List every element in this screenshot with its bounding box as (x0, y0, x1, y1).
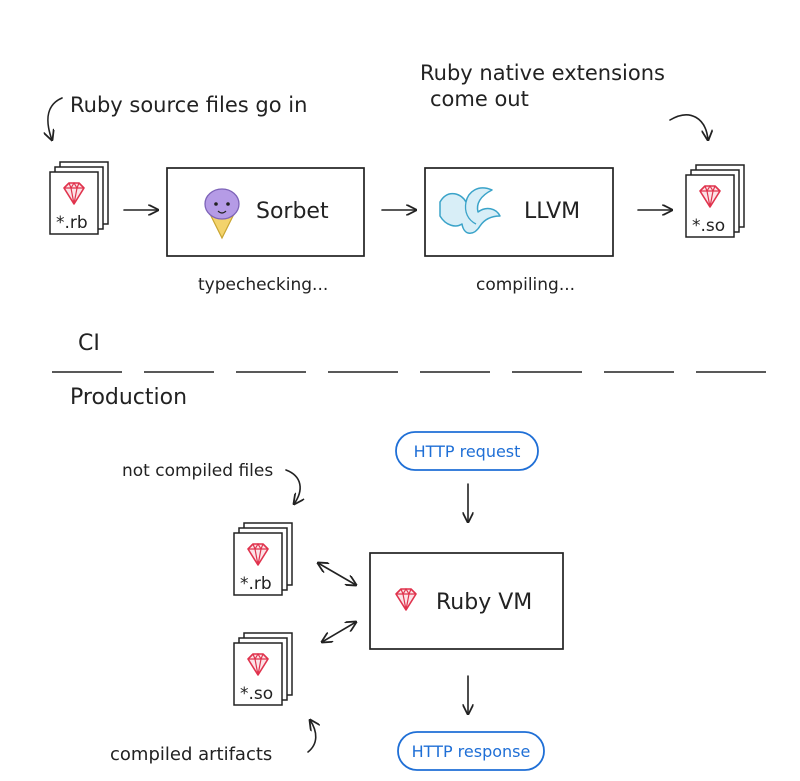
sorbet-caption: typechecking... (198, 275, 328, 295)
ci-section-label: CI (78, 331, 100, 356)
llvm-dragon-icon (439, 187, 501, 234)
production-section-label: Production (70, 385, 187, 410)
sorbet-box: Sorbet (166, 167, 365, 257)
ruby-vm-box: Ruby VM (369, 552, 564, 650)
compiled-arrow (307, 720, 316, 753)
annotation-in-arrow (48, 97, 63, 140)
annotation-source-in: Ruby source files go in (70, 93, 307, 117)
not-compiled-note: not compiled files (122, 461, 273, 481)
llvm-box: LLVM (424, 167, 614, 257)
annotation-out-line2: come out (430, 87, 529, 111)
not-compiled-arrow (285, 469, 300, 504)
production-so-files: *.so (233, 632, 293, 706)
http-response-label: HTTP response (412, 742, 531, 761)
llvm-caption: compiling... (476, 275, 575, 295)
http-request-label: HTTP request (414, 442, 521, 461)
production-rb-label: *.rb (240, 574, 272, 594)
annotation-out-line1: Ruby native extensions (420, 61, 665, 85)
compiled-note: compiled artifacts (110, 744, 272, 765)
sorbet-ice-cream-icon (204, 188, 240, 240)
output-file-label: *.so (692, 216, 725, 236)
sorbet-label: Sorbet (256, 199, 329, 224)
source-file-label: *.rb (56, 213, 88, 233)
production-rb-files: *.rb (233, 522, 293, 596)
llvm-label: LLVM (524, 199, 580, 224)
http-request-pill: HTTP request (395, 431, 539, 471)
source-rb-files: *.rb (49, 161, 109, 235)
arrow-rb-vm (318, 563, 356, 585)
http-response-pill: HTTP response (397, 731, 545, 771)
ruby-vm-label: Ruby VM (436, 590, 532, 615)
arrow-so-vm (322, 622, 356, 642)
output-so-files: *.so (685, 164, 745, 238)
production-so-label: *.so (240, 684, 273, 704)
annotation-out-arrow (669, 114, 708, 140)
